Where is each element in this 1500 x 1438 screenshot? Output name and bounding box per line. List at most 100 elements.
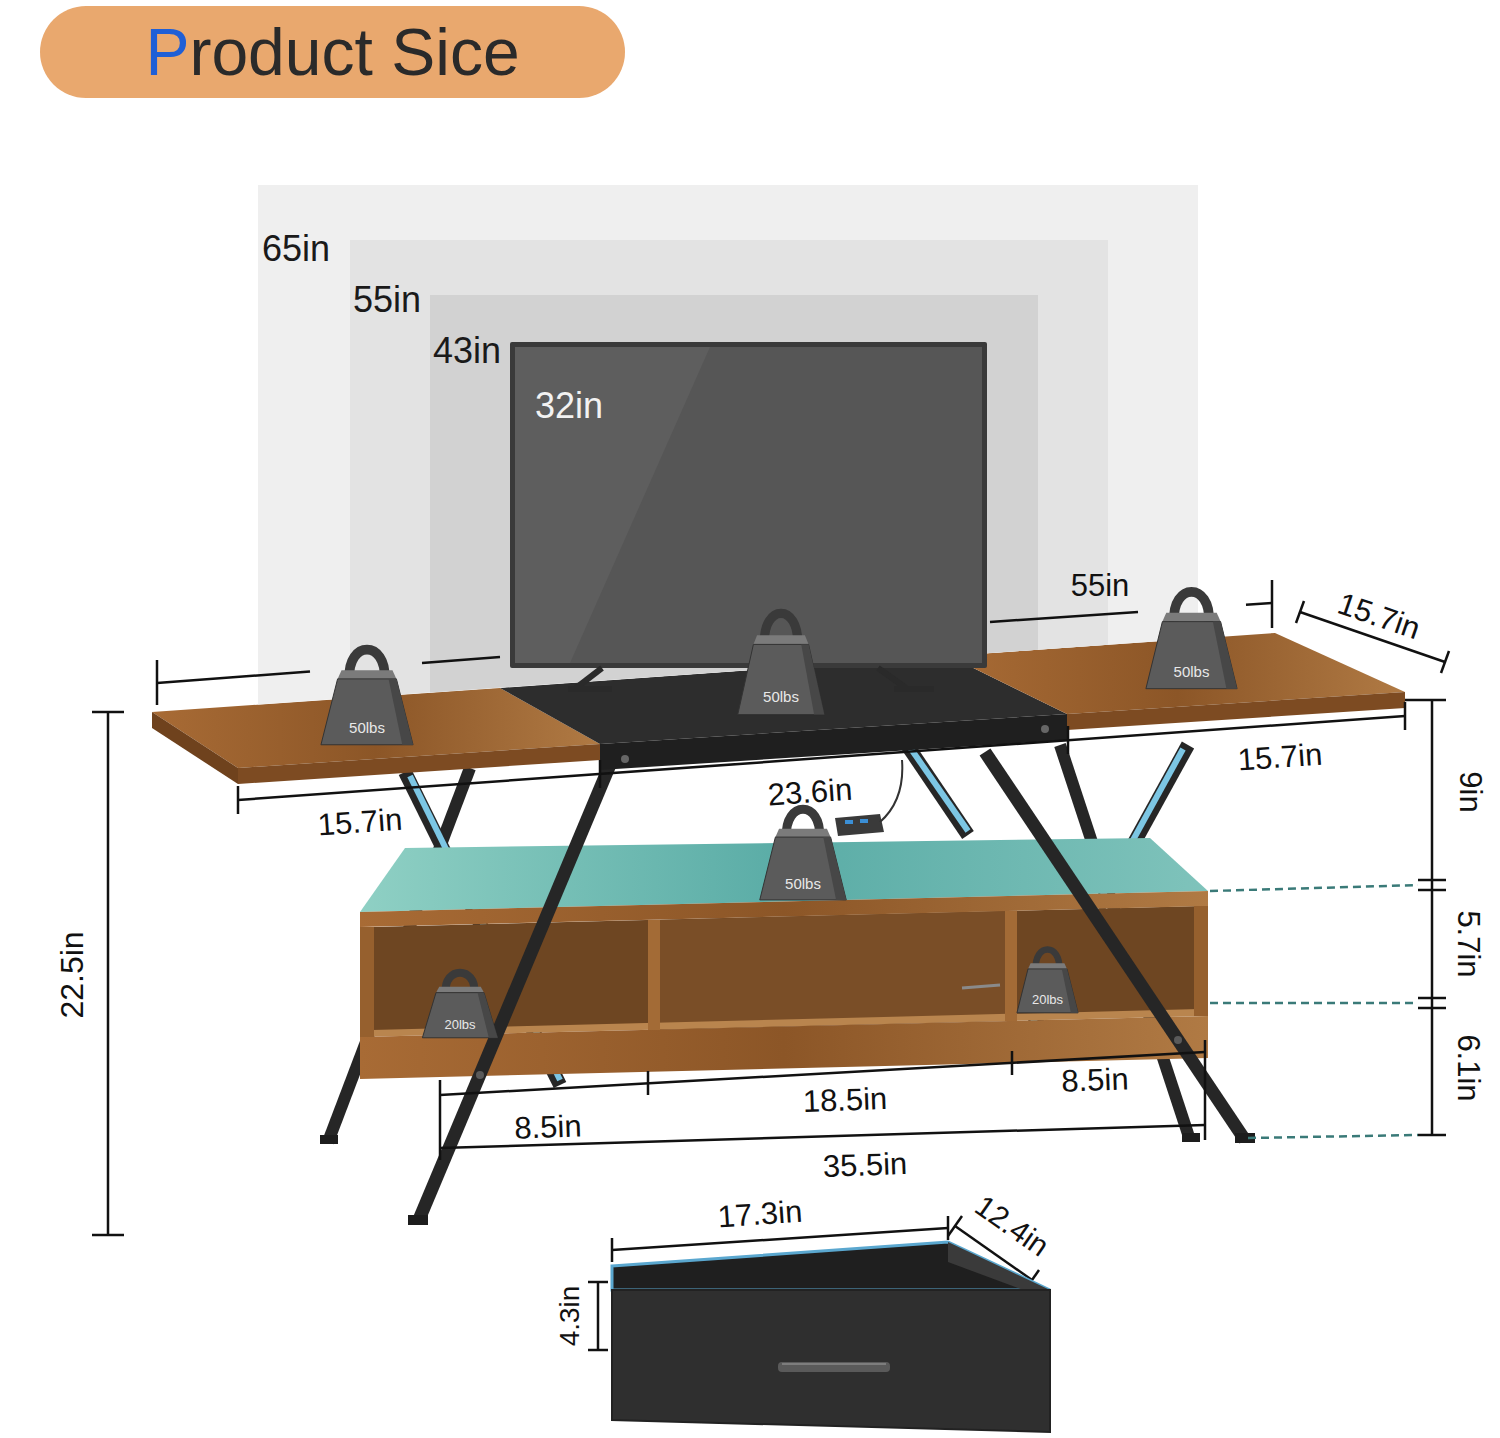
tv-reflection [515, 347, 710, 663]
front-leg [985, 752, 1245, 1140]
foot [1182, 1133, 1200, 1142]
dimension-label: 8.5in [514, 1110, 582, 1143]
foot [320, 1135, 338, 1144]
dimension-tick [156, 660, 159, 705]
dimension-line [107, 712, 110, 1235]
weight-label: 20lbs [1032, 993, 1063, 1006]
screen-size-outline: 65in 55in 43in 32in [258, 185, 1198, 705]
top-board-edge [152, 712, 238, 784]
dimension-tick [611, 1238, 614, 1262]
dimension-label: 55in [1071, 570, 1130, 601]
dimension-label: 35.5in [822, 1148, 907, 1182]
weight-top [775, 829, 830, 837]
dimension-tick [1067, 726, 1070, 754]
handle-highlight [782, 1363, 886, 1365]
dimension-tick [1418, 997, 1446, 1000]
dimension-label: 18.5in [802, 1083, 887, 1117]
weight-shade [389, 679, 414, 745]
dimension-tick [647, 1071, 650, 1095]
screen-size-label: 43in [433, 333, 501, 369]
tv-foot [894, 686, 934, 692]
page-title: Product Sice [145, 19, 519, 85]
weight-body [1017, 969, 1078, 1013]
weight-top [338, 670, 397, 679]
dimension-line [990, 612, 1138, 622]
side-panel [1194, 906, 1208, 1016]
dimension-tick [1418, 1134, 1446, 1137]
weight-block: 50lbs [757, 800, 849, 903]
bolt [476, 1071, 484, 1079]
weight-label: 50lbs [763, 689, 799, 704]
tv-foot [576, 668, 602, 688]
screen-size-label: 55in [353, 282, 421, 318]
dimension-label: 5.7in [1453, 910, 1484, 977]
dimension-tick [948, 1216, 962, 1236]
bolt [621, 755, 629, 763]
extension-line [1210, 885, 1418, 891]
usb-port [845, 820, 853, 824]
dimension-label: 15.7in [317, 804, 403, 841]
dimension-lines [157, 580, 1272, 705]
dimension-label: 4.3in [556, 1286, 584, 1347]
dimension-label: 12.4in [970, 1190, 1054, 1261]
dimension-tick [1418, 879, 1446, 882]
foot [408, 1215, 428, 1225]
power-cord [880, 760, 902, 822]
dimension-line [597, 1282, 600, 1350]
side-panel [360, 927, 374, 1037]
weight-top [436, 987, 484, 993]
dimension-tick [1418, 889, 1446, 892]
weight-shade [801, 644, 824, 714]
weight-top [1028, 963, 1067, 969]
drawer-slide [962, 985, 1000, 988]
weight-label: 50lbs [1174, 664, 1210, 679]
screen-area [430, 295, 1038, 692]
cross-brace [905, 742, 968, 835]
screen-size-label: 65in [262, 231, 330, 267]
dimension-tick [1404, 702, 1407, 730]
dimension-tick [599, 760, 602, 788]
dimension-tick [237, 786, 240, 814]
dimension-line [422, 657, 500, 663]
weight-label: 50lbs [349, 720, 385, 735]
screen-size-label: 32in [535, 388, 603, 424]
weight-top [1162, 613, 1220, 622]
extension-line [1210, 1002, 1418, 1005]
extension-lines [1210, 885, 1418, 1138]
weight-block: 50lbs [1143, 582, 1240, 692]
dimension-label: 9in [1455, 771, 1486, 812]
weight-shade [478, 993, 498, 1038]
dimension-tick [1011, 1051, 1014, 1075]
title-banner: Product Sice [40, 6, 625, 98]
tv-panel [515, 347, 982, 663]
dimension-label: 15.7in [1237, 739, 1323, 776]
power-strip [835, 814, 884, 836]
weight-shade [1062, 969, 1078, 1013]
weight-shade [823, 837, 846, 900]
dimension-lines [92, 601, 1449, 1350]
screen-area [258, 185, 1198, 705]
front-leg [418, 760, 612, 1222]
tv-screen: 32in [510, 342, 987, 692]
screen-size-outline: 55in 43in 32in [350, 240, 1108, 698]
weight-body [760, 837, 846, 900]
usb-port [860, 819, 868, 823]
tv-foot [878, 668, 906, 688]
dimension-label: 15.7in [1334, 588, 1424, 645]
tv-bezel [510, 342, 987, 668]
dimension-label: 17.3in [717, 1196, 803, 1233]
dimension-label: 6.1in [1453, 1034, 1484, 1101]
dimension-line [1431, 700, 1434, 1135]
top-board-edge [1067, 692, 1405, 730]
weight-body [422, 993, 497, 1038]
screen-size-outline: 43in 32in [430, 295, 1038, 692]
dimension-tick [1441, 651, 1449, 673]
dimension-tick [1418, 1007, 1446, 1010]
weight-label: 50lbs [785, 876, 821, 891]
divider [1005, 911, 1017, 1021]
dimension-tick [588, 1349, 608, 1352]
dimension-label: 23.6in [767, 774, 853, 811]
weight-body [321, 679, 413, 745]
dimension-tick [92, 711, 124, 714]
